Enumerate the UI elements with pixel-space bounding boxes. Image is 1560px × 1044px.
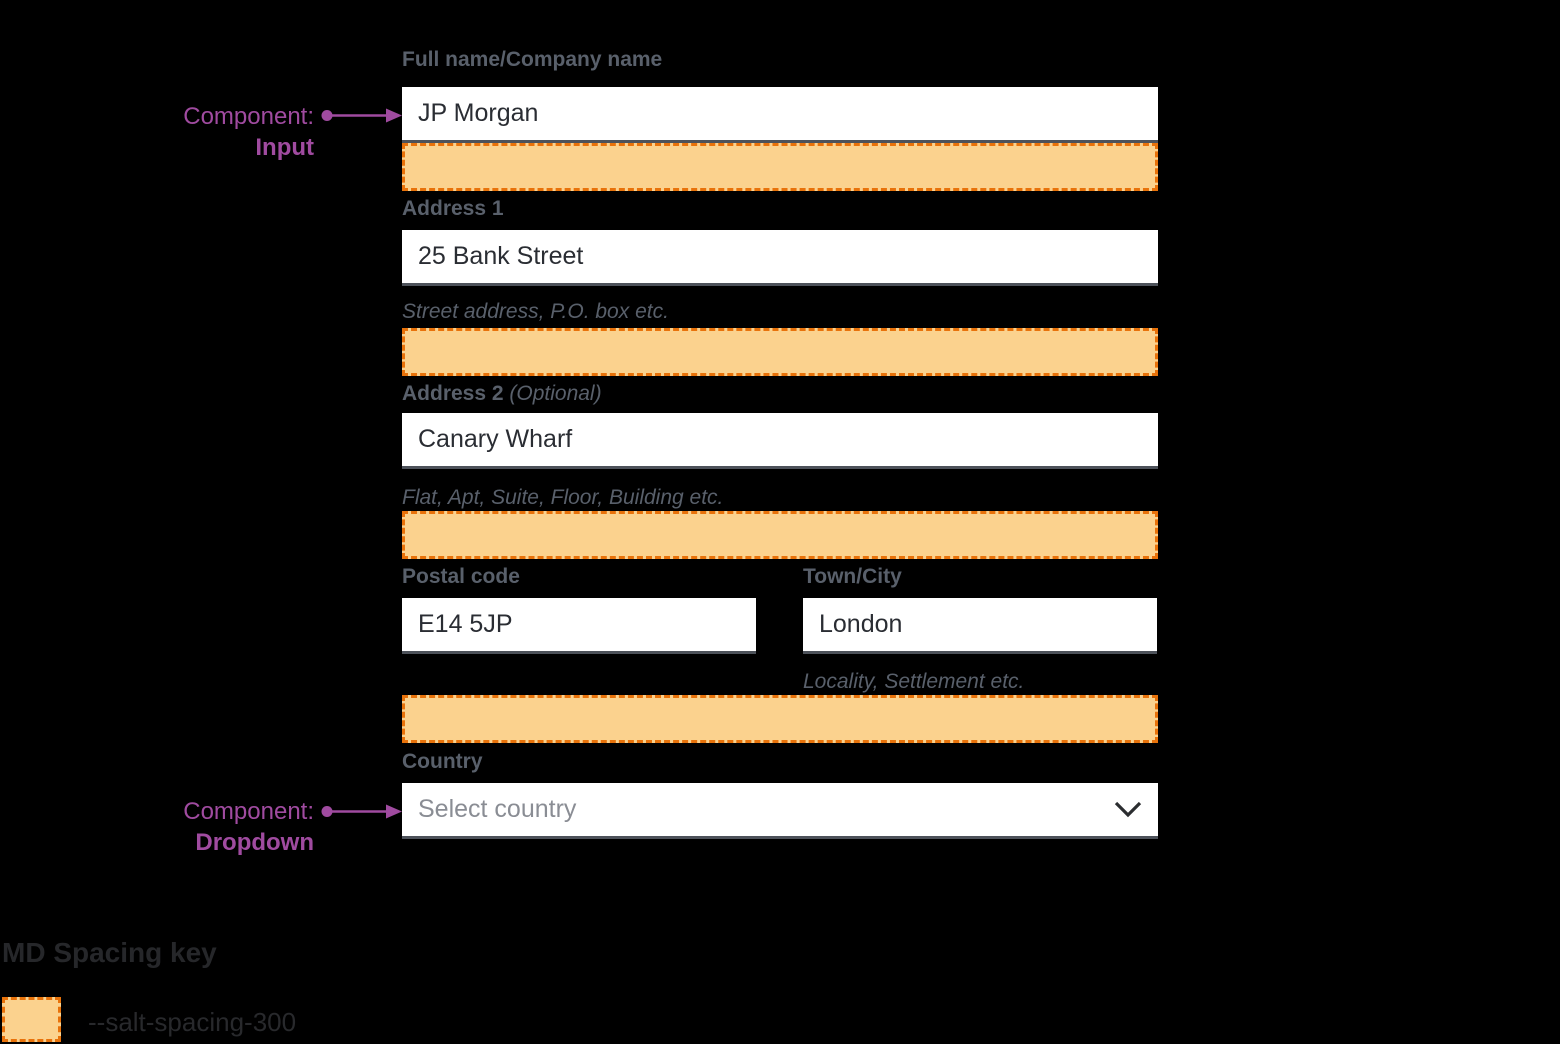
spacing-overlay-3 — [402, 511, 1158, 559]
annotation-input-prefix: Component: — [183, 103, 314, 130]
address2-helper-text: Flat, Apt, Suite, Floor, Building etc. — [402, 486, 724, 509]
full-name-input[interactable] — [402, 87, 1158, 143]
postal-code-label: Postal code — [402, 565, 520, 588]
spacing-overlay-4 — [402, 695, 1158, 743]
country-dropdown[interactable]: Select country — [402, 783, 1158, 839]
address2-optional-text: (Optional) — [509, 382, 602, 405]
spacing-swatch — [2, 997, 61, 1042]
town-city-input[interactable] — [803, 598, 1157, 654]
annotation-dropdown-name: Dropdown — [195, 829, 314, 856]
postal-code-input[interactable] — [402, 598, 756, 654]
address1-input[interactable] — [402, 230, 1158, 286]
spacing-overlay-1 — [402, 143, 1158, 191]
legend-token-label: --salt-spacing-300 — [88, 1007, 297, 1037]
country-label: Country — [402, 750, 483, 773]
legend-title: MD Spacing key — [2, 937, 217, 968]
address2-label-text: Address 2 — [402, 382, 504, 405]
annotation-input-name: Input — [255, 134, 314, 161]
spacing-overlay-2 — [402, 328, 1158, 376]
town-city-label: Town/City — [803, 565, 902, 588]
address1-helper-text: Street address, P.O. box etc. — [402, 300, 669, 323]
annotation-arrow-icon — [320, 801, 402, 827]
country-dropdown-placeholder: Select country — [418, 795, 577, 823]
annotation-input: Component: Input — [100, 101, 314, 163]
annotation-arrow-icon — [320, 105, 402, 131]
chevron-down-icon — [1114, 801, 1142, 818]
address2-label: Address 2 (Optional) — [402, 381, 602, 407]
address1-label: Address 1 — [402, 197, 504, 220]
full-name-label: Full name/Company name — [402, 48, 663, 71]
annotation-dropdown-prefix: Component: — [183, 798, 314, 825]
address2-input[interactable] — [402, 413, 1158, 469]
annotation-dropdown: Component: Dropdown — [100, 796, 314, 858]
town-city-helper-text: Locality, Settlement etc. — [803, 670, 1025, 693]
